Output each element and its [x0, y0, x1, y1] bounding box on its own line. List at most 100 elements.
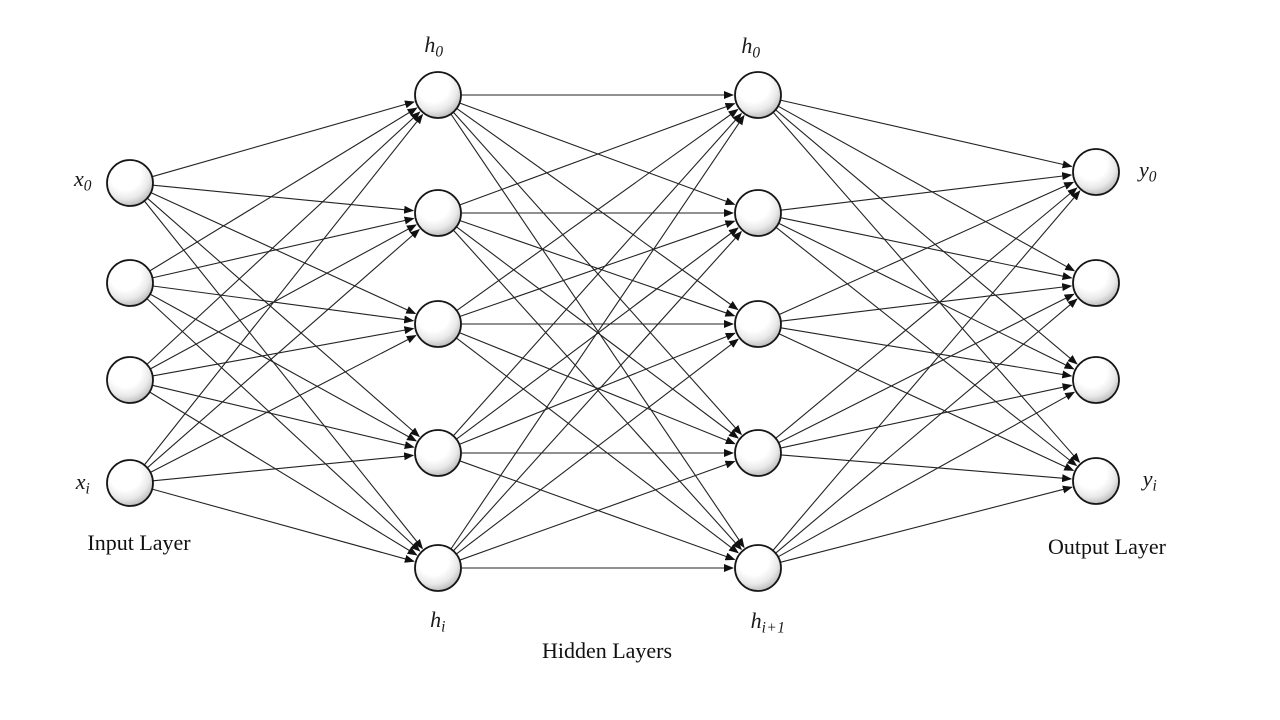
connection-edge: [780, 99, 1073, 169]
neuron-hidden1: [414, 71, 462, 119]
label-hi-main: h: [430, 607, 442, 633]
caption-input-layer: Input Layer: [87, 530, 191, 555]
neuron-hidden2: [734, 300, 782, 348]
connection-edge: [780, 485, 1073, 563]
connection-edge: [780, 383, 1073, 449]
edges-group: [143, 91, 1081, 572]
connection-edge: [780, 454, 1073, 483]
connection-edge: [152, 488, 415, 563]
label-x0-main: x: [74, 166, 84, 192]
connection-edge: [452, 112, 742, 437]
connection-edge: [778, 293, 1075, 444]
connection-edge: [143, 200, 424, 550]
connection-edge: [152, 384, 415, 450]
connection-edge: [459, 102, 736, 206]
label-h0-left-sub: 0: [435, 43, 444, 61]
connection-edge: [459, 219, 736, 317]
connection-edge: [459, 460, 736, 561]
connection-edge: [456, 107, 739, 311]
neuron-input: [106, 459, 154, 507]
connection-edge: [152, 216, 415, 279]
label-yi-sub: i: [1152, 477, 1158, 495]
label-xi-main: x: [75, 469, 86, 495]
connection-edge: [455, 337, 739, 554]
connection-edge: [151, 100, 415, 178]
connection-edge: [452, 111, 742, 436]
connection-edge: [456, 108, 739, 312]
connection-edge: [777, 105, 1076, 272]
connection-edge: [459, 332, 736, 445]
connection-edge: [149, 391, 418, 556]
connection-edge: [455, 338, 739, 555]
connection-edge: [150, 335, 417, 473]
label-hi-plus-1-sub: i+1: [761, 619, 786, 637]
connection-edge: [775, 109, 1078, 365]
neuron-input: [106, 356, 154, 404]
connection-edge: [772, 111, 1081, 463]
connection-edge: [459, 332, 736, 445]
connection-edge: [780, 327, 1073, 379]
label-yi: yi: [1143, 468, 1158, 494]
label-hi: hi: [430, 609, 446, 635]
connection-edge: [775, 187, 1078, 439]
connection-edge: [146, 197, 420, 438]
neuron-output: [1072, 259, 1120, 307]
connection-edge: [146, 228, 420, 469]
caption-hidden-layers: Hidden Layers: [541, 638, 673, 663]
nodes-group: [106, 71, 1120, 592]
label-xi-sub: i: [85, 480, 91, 498]
connection-edge: [775, 226, 1078, 467]
neuron-hidden1: [414, 300, 462, 348]
connection-edge: [146, 111, 421, 365]
connection-edge: [152, 452, 415, 482]
neuron-input: [106, 259, 154, 307]
connection-edge: [146, 298, 421, 552]
neuron-hidden2: [734, 189, 782, 237]
neuron-output: [1072, 148, 1120, 196]
connection-edge: [152, 326, 415, 377]
connection-edge: [780, 283, 1073, 322]
label-y0-main: y: [1139, 157, 1149, 183]
label-y0: y0: [1139, 159, 1157, 185]
label-h0-left-main: h: [424, 32, 436, 58]
label-yi-main: y: [1142, 466, 1153, 492]
connection-edge: [775, 298, 1078, 554]
connection-edge: [149, 107, 418, 272]
connection-edge: [778, 333, 1075, 471]
label-hi-sub: i: [441, 618, 446, 636]
connection-edge: [780, 172, 1073, 211]
connection-edge: [459, 460, 736, 561]
label-h0-right-main: h: [741, 33, 753, 59]
label-h0-right-sub: 0: [752, 44, 761, 62]
connection-edge: [143, 113, 424, 466]
connection-edge: [778, 222, 1075, 370]
neuron-hidden1: [414, 544, 462, 592]
label-h0-left: h0: [424, 34, 443, 60]
label-y0-sub: 0: [1148, 168, 1157, 186]
neuron-hidden2: [734, 71, 782, 119]
connection-edge: [152, 285, 415, 324]
connection-edge: [772, 190, 1081, 551]
caption-output-layer: Output Layer: [1048, 534, 1166, 559]
connection-edge: [149, 293, 417, 442]
connection-edge: [780, 217, 1073, 280]
neuron-output: [1072, 356, 1120, 404]
connection-edge: [459, 220, 736, 318]
label-h0-right: h0: [741, 35, 760, 61]
label-xi: xi: [76, 471, 91, 497]
connection-edge: [459, 102, 736, 206]
neuron-input: [106, 159, 154, 207]
connection-edge: [778, 181, 1075, 316]
connection-edge: [452, 229, 742, 551]
label-x0-sub: 0: [83, 177, 92, 195]
connection-edge: [152, 184, 415, 214]
label-hi-plus-1-main: h: [750, 608, 762, 634]
neuron-hidden2: [734, 429, 782, 477]
neuron-hidden1: [414, 429, 462, 477]
connection-edge: [149, 224, 417, 370]
neuron-hidden1: [414, 189, 462, 237]
connection-edge: [450, 114, 745, 550]
neuron-hidden2: [734, 544, 782, 592]
